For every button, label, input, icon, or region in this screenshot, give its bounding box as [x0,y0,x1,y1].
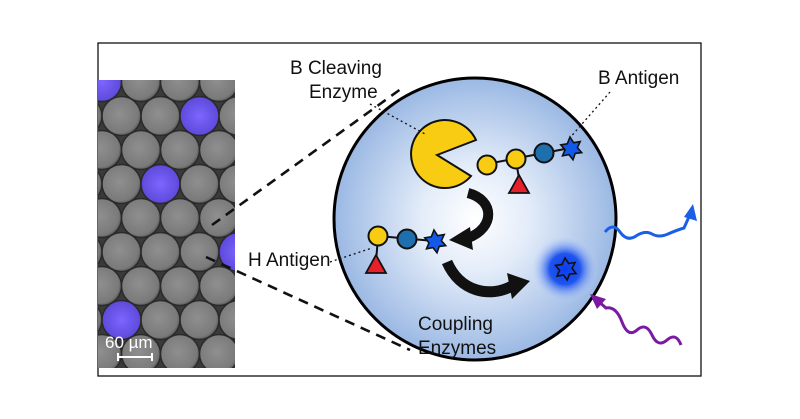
emission-wave [603,209,694,240]
droplet [44,131,83,170]
droplet [198,265,235,307]
droplet [44,199,83,238]
droplet [98,102,103,130]
droplet [120,197,162,239]
droplet [44,267,83,306]
droplet [140,95,181,137]
scale-bar-label: 60 µm [105,333,153,352]
leader-b-antigen [567,91,611,141]
zoom-line-top [211,84,406,227]
fluorescent-droplet [179,95,220,137]
droplet [179,231,220,273]
droplet [101,163,142,205]
label-coupling-line1: Coupling [418,314,493,335]
droplet [44,63,83,102]
b-cleaving-enzyme-icon [410,119,478,190]
droplet [198,129,235,171]
fluorescent-glow [531,235,599,303]
droplet [159,265,201,307]
droplet [198,197,235,239]
microscopy-image [44,63,235,408]
label-b-antigen: B Antigen [598,68,679,89]
scale-bar: 60 µm [105,333,153,361]
droplet [179,299,220,341]
droplet [179,163,220,205]
zoom-line-bottom [205,255,411,352]
emission-arrowhead [684,204,697,221]
excitation-arrowhead [590,294,606,309]
fluorescent-droplet [140,163,181,205]
droplet [218,300,235,340]
droplet [44,335,83,374]
droplet [120,265,162,307]
label-h-antigen: H Antigen [248,250,330,271]
droplet [98,170,103,198]
label-b-cleaving-line2: Enzyme [309,82,378,103]
droplet [159,197,201,239]
droplet [218,164,235,204]
fluorescent-star-icon [553,256,578,282]
droplet [198,333,235,368]
droplet [159,129,201,171]
droplet [63,369,102,408]
droplet [98,238,103,266]
coupling-arrow [441,259,515,298]
label-b-cleaving-line1: B Cleaving [290,58,382,79]
cleaving-arrowhead [449,227,473,250]
droplet [101,231,142,273]
coupling-arrowhead [507,273,530,299]
droplet [218,96,235,136]
fluorescent-droplet [218,232,235,272]
droplet [198,80,235,103]
droplet [98,129,123,171]
droplet [101,95,142,137]
droplet [140,231,181,273]
droplet [98,306,103,334]
cleaving-arrow [465,188,494,243]
excitation-wave [597,299,683,346]
b-antigen-molecule [476,135,584,194]
droplet [98,265,123,307]
droplet [159,333,201,368]
h-antigen-molecule [364,225,448,274]
leader-b-cleaving [369,103,426,135]
droplet [120,129,162,171]
label-coupling-line2: Enzymes [418,338,496,359]
droplet [98,197,123,239]
leader-h-antigen [329,247,373,263]
